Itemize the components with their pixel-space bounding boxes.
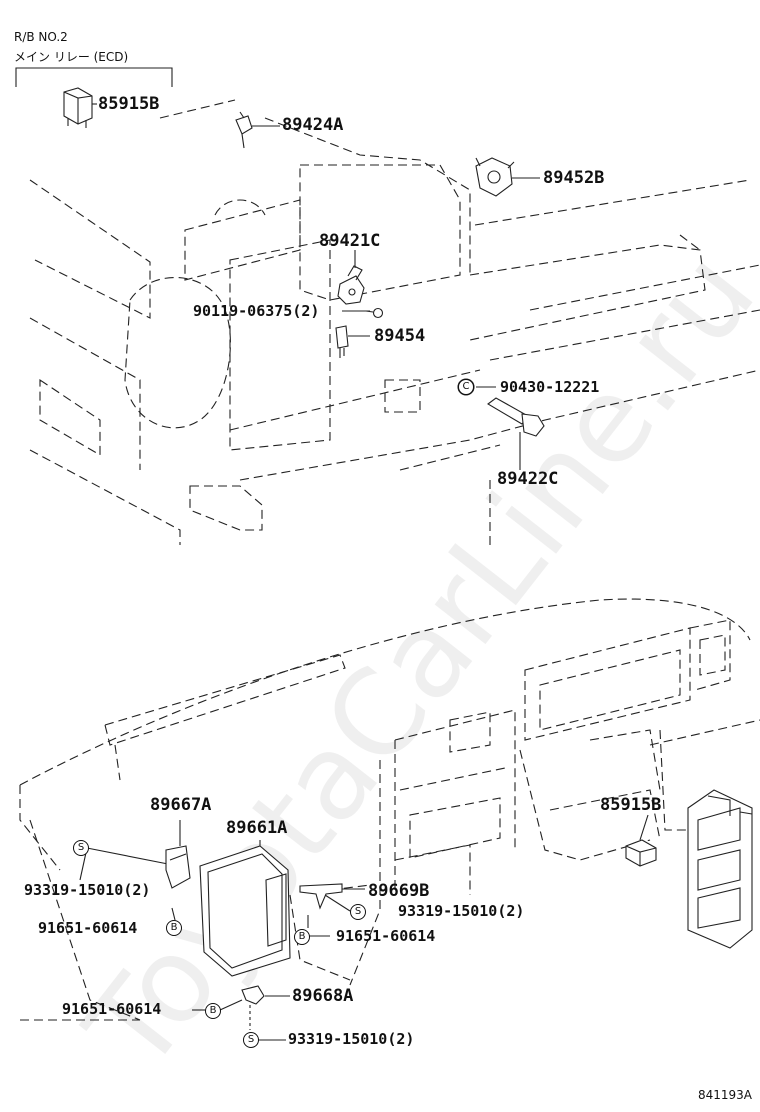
bracket-89668A <box>241 985 265 1005</box>
bolt-badge-bottom: B <box>205 1003 221 1019</box>
part-label-89422C[interactable]: 89422C <box>497 469 559 489</box>
part-label-89424A[interactable]: 89424A <box>282 115 344 135</box>
part-label-91651-mid[interactable]: 91651-60614 <box>336 927 436 945</box>
part-label-89669B[interactable]: 89669B <box>368 881 430 901</box>
bolt-badge-mid: B <box>294 929 310 945</box>
part-label-93319-bottom[interactable]: 93319-15010(2) <box>288 1030 415 1048</box>
part-label-89661A[interactable]: 89661A <box>226 818 288 838</box>
part-label-89667A[interactable]: 89667A <box>150 795 212 815</box>
part-label-93319-mid[interactable]: 93319-15010(2) <box>398 902 525 920</box>
part-label-89452B[interactable]: 89452B <box>543 168 605 188</box>
part-label-89668A[interactable]: 89668A <box>292 986 354 1006</box>
sensor-89452B <box>475 157 515 197</box>
sensor-89424A <box>235 111 253 149</box>
figure-code: 841193A <box>698 1088 753 1102</box>
part-label-85915B-top[interactable]: 85915B <box>98 94 160 114</box>
dashboard-outline <box>19 598 760 1021</box>
sensor-89454 <box>335 325 349 358</box>
part-label-89421C[interactable]: 89421C <box>319 231 381 251</box>
screw-badge-left: S <box>73 840 89 856</box>
part-label-89454[interactable]: 89454 <box>374 326 426 346</box>
relay-85915B-bottom <box>625 839 657 867</box>
relay-block <box>687 789 753 949</box>
bolt-90119 <box>365 307 384 319</box>
sensor-89422C <box>487 397 545 437</box>
relay-box-sublabel: メイン リレー (ECD) <box>14 50 129 64</box>
clip-badge: C <box>458 379 474 395</box>
engine-bay-outline <box>29 99 760 548</box>
bracket-89667A <box>165 845 191 889</box>
part-label-91651-left[interactable]: 91651-60614 <box>38 919 138 937</box>
bracket-89669B <box>299 883 343 910</box>
ecu-89661A <box>199 845 291 977</box>
part-label-91651-bottom[interactable]: 91651-60614 <box>62 1000 162 1018</box>
screw-badge-bottom: S <box>243 1032 259 1048</box>
part-label-90119[interactable]: 90119-06375(2) <box>193 302 320 320</box>
screw-badge-mid: S <box>350 904 366 920</box>
relay-box-bracket <box>15 67 173 87</box>
part-label-85915B-bottom[interactable]: 85915B <box>600 795 662 815</box>
part-label-90430[interactable]: 90430-12221 <box>500 378 600 396</box>
sensor-89421C <box>337 265 365 305</box>
part-label-93319-left[interactable]: 93319-15010(2) <box>24 881 151 899</box>
relay-box-label: R/B NO.2 <box>14 30 68 44</box>
bolt-badge-left: B <box>166 920 182 936</box>
relay-85915B-top <box>63 87 93 128</box>
